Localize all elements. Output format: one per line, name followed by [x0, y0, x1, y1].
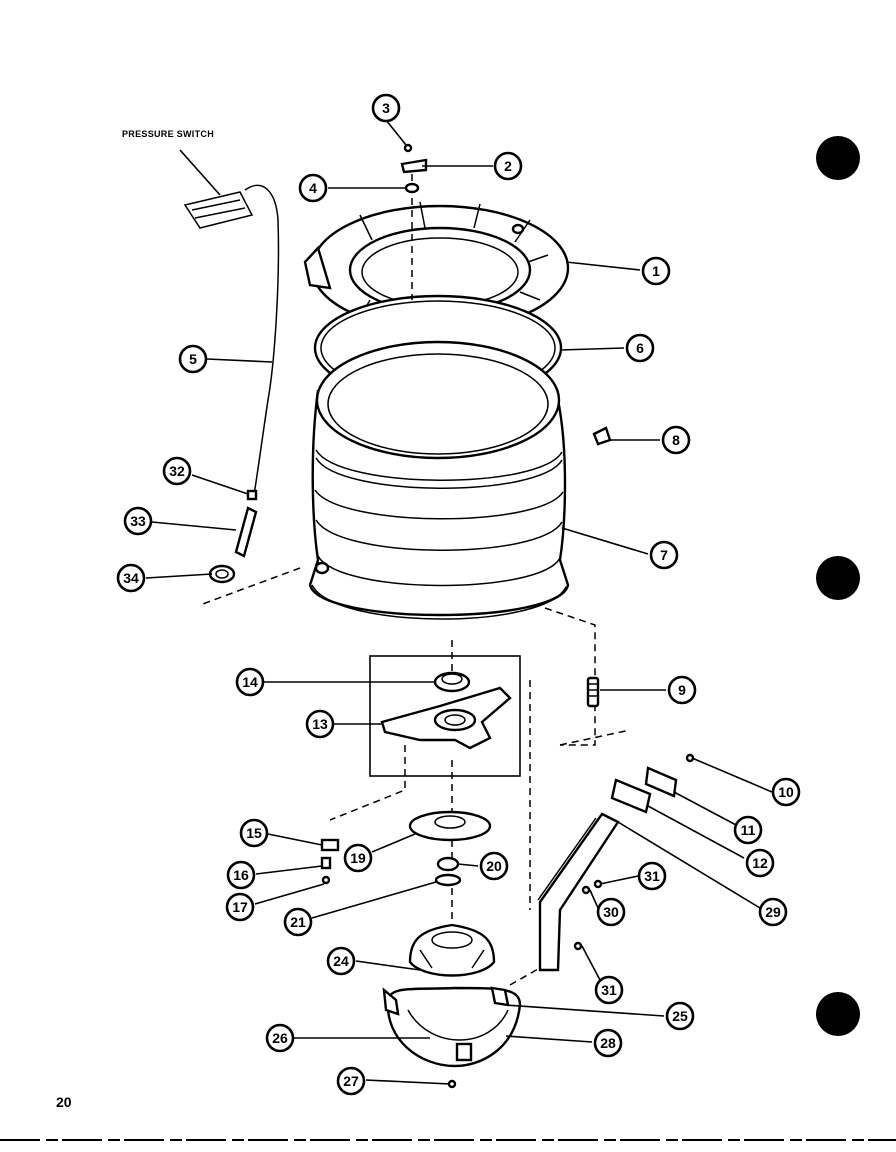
svg-text:28: 28 — [600, 1035, 616, 1051]
svg-text:10: 10 — [778, 784, 794, 800]
callout-15: 15 — [239, 818, 269, 848]
callout-34: 34 — [116, 563, 146, 593]
callout-24: 24 — [326, 946, 356, 976]
svg-text:15: 15 — [246, 825, 262, 841]
callout-29: 29 — [758, 897, 788, 927]
callout-17: 17 — [225, 892, 255, 922]
callout-12: 12 — [745, 848, 775, 878]
svg-text:27: 27 — [343, 1073, 359, 1089]
mounting-box — [369, 655, 521, 777]
clip-2 — [400, 158, 428, 174]
pressure-hose — [244, 184, 280, 496]
washer-21 — [434, 873, 462, 887]
svg-text:4: 4 — [309, 180, 317, 196]
callout-5: 5 — [178, 344, 208, 374]
clip-parts — [320, 838, 340, 885]
drive-hub — [408, 923, 496, 977]
callout-21: 21 — [283, 907, 313, 937]
base-pan — [382, 986, 522, 1089]
nut-34 — [208, 564, 236, 584]
support-leg — [537, 812, 620, 972]
pressure-switch-label: PRESSURE SWITCH — [122, 129, 214, 139]
callout-25: 25 — [665, 1001, 695, 1031]
svg-text:31: 31 — [644, 868, 660, 884]
callout-9: 9 — [667, 675, 697, 705]
binder-hole-middle — [816, 556, 860, 600]
binder-hole-bottom — [816, 992, 860, 1036]
callout-10: 10 — [771, 777, 801, 807]
callout-14: 14 — [235, 667, 265, 697]
svg-text:24: 24 — [333, 953, 349, 969]
page-number: 20 — [56, 1094, 72, 1110]
callout-30: 30 — [596, 897, 626, 927]
svg-text:21: 21 — [290, 914, 306, 930]
callout-13: 13 — [305, 709, 335, 739]
grommet-32 — [246, 489, 258, 501]
svg-text:20: 20 — [486, 858, 502, 874]
callout-20: 20 — [479, 851, 509, 881]
svg-text:33: 33 — [130, 513, 146, 529]
callout-19: 19 — [343, 843, 373, 873]
svg-text:8: 8 — [672, 432, 680, 448]
callout-11: 11 — [733, 815, 763, 845]
svg-text:32: 32 — [169, 463, 185, 479]
svg-text:9: 9 — [678, 682, 686, 698]
nut-20 — [436, 856, 460, 872]
svg-text:5: 5 — [189, 351, 197, 367]
callout-6: 6 — [625, 333, 655, 363]
clip-8 — [592, 426, 612, 446]
callout-2: 2 — [493, 151, 523, 181]
svg-text:25: 25 — [672, 1008, 688, 1024]
seal — [408, 810, 492, 842]
callout-26: 26 — [265, 1023, 295, 1053]
svg-text:13: 13 — [312, 716, 328, 732]
callout-7: 7 — [649, 540, 679, 570]
svg-text:29: 29 — [765, 904, 781, 920]
svg-text:34: 34 — [123, 570, 139, 586]
svg-text:19: 19 — [350, 850, 366, 866]
svg-text:26: 26 — [272, 1030, 288, 1046]
svg-text:11: 11 — [741, 822, 756, 838]
callout-16: 16 — [226, 860, 256, 890]
svg-text:30: 30 — [603, 904, 619, 920]
callout-32: 32 — [162, 456, 192, 486]
bearing — [433, 671, 471, 693]
svg-text:31: 31 — [601, 982, 617, 998]
suspension-spring — [586, 676, 600, 708]
svg-text:6: 6 — [636, 340, 644, 356]
svg-text:7: 7 — [660, 547, 668, 563]
callout-1: 1 — [641, 256, 671, 286]
outer-tub — [308, 340, 570, 620]
svg-text:16: 16 — [233, 867, 249, 883]
callout-31-top: 31 — [637, 861, 667, 891]
svg-text:12: 12 — [752, 855, 768, 871]
callout-4: 4 — [298, 173, 328, 203]
svg-text:1: 1 — [652, 263, 660, 279]
svg-text:14: 14 — [242, 674, 258, 690]
callout-3: 3 — [371, 93, 401, 123]
callout-33: 33 — [123, 506, 153, 536]
spider-bracket — [380, 686, 512, 750]
callout-28: 28 — [593, 1028, 623, 1058]
binder-hole-top — [816, 136, 860, 180]
callout-31-bottom: 31 — [594, 975, 624, 1005]
callout-8: 8 — [661, 425, 691, 455]
svg-text:17: 17 — [232, 899, 248, 915]
washer-4 — [404, 182, 420, 194]
callout-27: 27 — [336, 1066, 366, 1096]
svg-text:3: 3 — [382, 100, 390, 116]
svg-text:2: 2 — [504, 158, 512, 174]
screw-3 — [403, 143, 413, 153]
pressure-switch — [183, 191, 254, 229]
bracket-plates — [610, 753, 695, 814]
fitting-33 — [234, 506, 258, 558]
